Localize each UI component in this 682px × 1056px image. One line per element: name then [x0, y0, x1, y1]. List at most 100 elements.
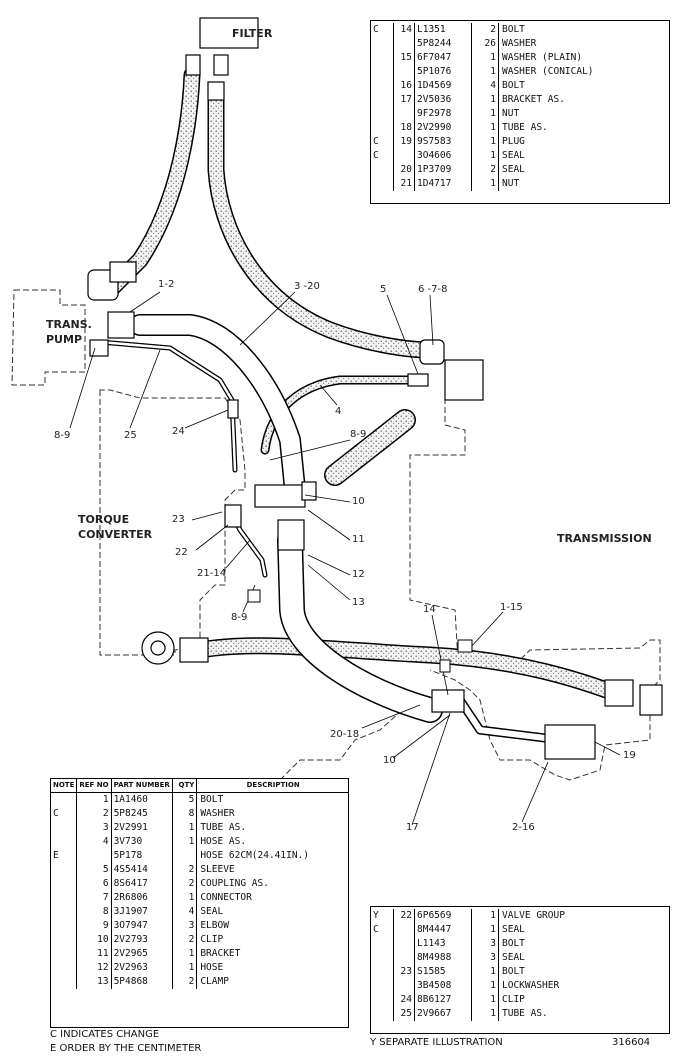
valve-bracket — [224, 504, 242, 528]
cell-pn: 6F7047 — [414, 51, 472, 65]
trans-pump-label-line2: PUMP — [46, 333, 83, 346]
cell-qty: 1 — [471, 979, 499, 993]
callout: 3 -20 — [294, 281, 320, 292]
cell-note — [371, 163, 394, 177]
cell-ref: 15 — [393, 51, 415, 65]
cell-qty: 1 — [172, 961, 198, 975]
cell-qty: 2 — [172, 863, 198, 877]
cell-ref: 12 — [76, 961, 112, 975]
callout: 13 — [352, 597, 365, 608]
cell-qty: 2 — [471, 23, 499, 37]
cell-ref: 9 — [76, 919, 112, 933]
cell-pn: 5P178 — [111, 849, 173, 863]
header-part-number: PART NUMBER — [111, 779, 173, 793]
cell-qty: 2 — [172, 877, 198, 891]
pump-hose-coupling — [109, 261, 137, 283]
cell-desc: TUBE AS. — [502, 1008, 548, 1019]
cell-note — [371, 937, 394, 951]
callout: 17 — [406, 822, 419, 833]
cell-pn: 1P3709 — [414, 163, 472, 177]
callout: 14 — [423, 604, 436, 615]
cell-ref: 4 — [76, 835, 112, 849]
cell-note: C — [51, 807, 78, 821]
cell-note: C — [371, 23, 394, 37]
cell-pn: 2V2965 — [111, 947, 173, 961]
cell-note: Y — [371, 909, 394, 923]
cell-ref — [76, 849, 112, 863]
cell-pn: 1A1460 — [111, 792, 173, 807]
cell-desc: SEAL — [502, 952, 525, 963]
filter-fitting — [207, 81, 225, 101]
cell-ref — [393, 979, 415, 993]
cell-desc: CLIP — [200, 934, 224, 945]
cell-note — [371, 951, 394, 965]
cell-qty: 1 — [471, 135, 499, 149]
footnote-change: C INDICATES CHANGE — [50, 1029, 160, 1040]
cell-qty: 1 — [172, 947, 198, 961]
cell-qty: 1 — [172, 821, 198, 835]
cell-qty: 1 — [471, 65, 499, 79]
cell-pn: 9F2978 — [414, 107, 472, 121]
cell-desc: SLEEVE — [200, 864, 235, 875]
elbow-fitting-9 — [247, 589, 261, 603]
cell-ref: 16 — [393, 79, 415, 93]
callout: 10 — [383, 755, 396, 766]
flange-lower-hole — [150, 640, 166, 656]
connector-24 — [227, 399, 239, 419]
cell-note — [371, 37, 394, 51]
cell-desc: BRACKET AS. — [502, 94, 565, 105]
cell-note — [51, 975, 78, 989]
cell-desc: HOSE AS. — [200, 836, 247, 847]
cell-note — [51, 863, 78, 877]
cell-qty: 1 — [471, 177, 499, 191]
cell-qty: 2 — [172, 933, 198, 947]
cell-note — [371, 93, 394, 107]
cell-pn: 1D4717 — [414, 177, 472, 191]
footnote-separate-illustration: Y SEPARATE ILLUSTRATION — [370, 1037, 503, 1048]
cell-qty: 2 — [172, 975, 198, 989]
callout: 22 — [175, 547, 188, 558]
cell-qty: 1 — [471, 923, 499, 937]
cell-ref: 13 — [76, 975, 112, 989]
lower-hose-coupling — [179, 637, 209, 663]
cell-pn: L1351 — [414, 23, 472, 37]
cell-pn: 9S7583 — [414, 135, 472, 149]
cell-note — [51, 905, 78, 919]
cell-ref — [393, 923, 415, 937]
cell-pn: 2V9667 — [414, 1007, 472, 1021]
cell-desc: WASHER — [200, 808, 235, 819]
cell-note — [371, 65, 394, 79]
cell-note — [371, 1007, 394, 1021]
cell-note — [51, 891, 78, 905]
cell-qty: 1 — [471, 909, 499, 923]
cell-qty: 1 — [471, 993, 499, 1007]
cell-note: C — [371, 149, 394, 163]
cell-desc: HOSE — [200, 962, 224, 973]
cell-pn: 2V2793 — [111, 933, 173, 947]
cell-desc: TUBE AS. — [502, 122, 548, 133]
cell-qty: 26 — [471, 37, 499, 51]
footnote-centimeter: E ORDER BY THE CENTIMETER — [50, 1043, 202, 1054]
transmission-end-fitting — [639, 684, 663, 716]
callout: 20-18 — [330, 729, 360, 740]
cell-pn: 2V2963 — [111, 961, 173, 975]
callout: 8-9 — [54, 430, 71, 441]
cell-qty: 1 — [172, 891, 198, 905]
cell-ref: 8 — [76, 905, 112, 919]
cell-note — [51, 835, 78, 849]
cell-note — [371, 79, 394, 93]
cell-ref: 3 — [76, 821, 112, 835]
cell-note — [371, 51, 394, 65]
cell-qty: 1 — [471, 51, 499, 65]
